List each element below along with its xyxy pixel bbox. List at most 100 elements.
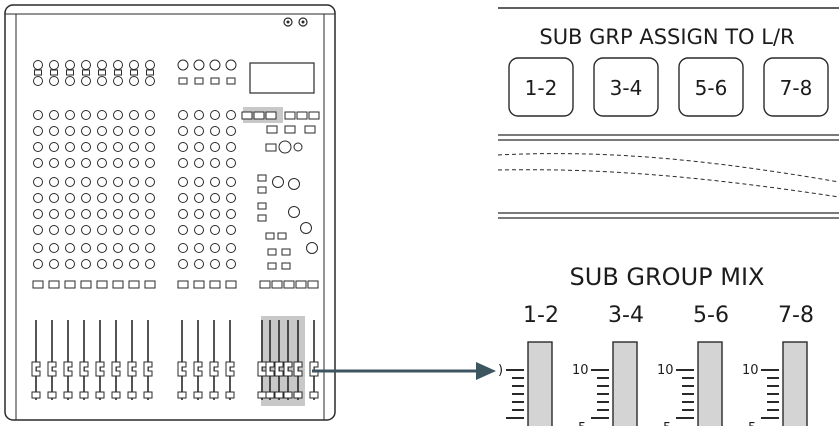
sub-group-fader-1[interactable]: ) xyxy=(498,341,553,426)
knob xyxy=(226,225,236,235)
knob xyxy=(129,76,139,86)
mixer-button xyxy=(64,280,76,289)
knob xyxy=(49,177,59,187)
sub-group-fader-2[interactable]: 10 5 xyxy=(572,341,638,426)
knob xyxy=(113,225,123,235)
mixer-button xyxy=(66,69,74,76)
knob xyxy=(194,142,204,152)
mixer-button xyxy=(284,125,296,134)
fader-cap xyxy=(283,361,293,377)
knob xyxy=(49,225,59,235)
mixer-button xyxy=(48,280,60,289)
mix-title: SUB GROUP MIX xyxy=(570,263,765,291)
mixer-button xyxy=(112,280,124,289)
mixer-button xyxy=(295,280,307,289)
knob xyxy=(178,110,188,120)
assign-button-1[interactable]: 1-2 xyxy=(508,57,574,117)
assign-button-2[interactable]: 3-4 xyxy=(593,57,659,117)
knob xyxy=(129,259,139,269)
mixer-button xyxy=(178,77,188,85)
knob xyxy=(97,259,107,269)
knob xyxy=(226,243,236,253)
knob xyxy=(49,110,59,120)
knob xyxy=(97,209,107,219)
mixer-button xyxy=(194,77,204,85)
mixer-button xyxy=(193,280,205,289)
knob xyxy=(49,193,59,203)
mixer-button xyxy=(226,77,236,85)
knob xyxy=(97,193,107,203)
sub-group-fader-4[interactable]: 10 5 xyxy=(742,341,808,426)
knob xyxy=(178,193,188,203)
mixer-button xyxy=(266,125,278,134)
mixer-button xyxy=(82,69,90,76)
knob xyxy=(81,110,91,120)
knob xyxy=(178,259,188,269)
knob xyxy=(97,158,107,168)
knob xyxy=(194,193,204,203)
mixer-button xyxy=(31,391,41,399)
mixer-button xyxy=(309,391,319,399)
knob xyxy=(129,142,139,152)
mixer-button xyxy=(265,111,277,120)
break-lines xyxy=(497,153,839,198)
knob xyxy=(65,126,75,136)
knob xyxy=(129,225,139,235)
mixer-button xyxy=(50,69,58,76)
knob xyxy=(33,209,43,219)
mixer-button xyxy=(281,248,291,256)
mixer-knobs xyxy=(32,59,320,289)
assign-button-label: 3-4 xyxy=(610,76,643,100)
fader-ticks xyxy=(506,369,779,419)
knob xyxy=(210,209,220,219)
knob xyxy=(97,76,107,86)
knob xyxy=(49,209,59,219)
mixer-button xyxy=(130,69,138,76)
knob xyxy=(210,177,220,187)
knob xyxy=(33,60,43,70)
fader-cap xyxy=(79,361,89,377)
mixer-button xyxy=(177,391,187,399)
fader-cap xyxy=(274,361,284,377)
knob xyxy=(177,59,189,71)
mixer-button xyxy=(210,77,220,85)
mixer-button xyxy=(177,280,189,289)
mixer-button xyxy=(241,111,253,120)
mixer-button xyxy=(34,69,42,76)
knob xyxy=(210,259,220,269)
knob xyxy=(226,110,236,120)
knob xyxy=(97,110,107,120)
knob xyxy=(129,126,139,136)
knob xyxy=(145,193,155,203)
knob xyxy=(145,110,155,120)
knob xyxy=(145,158,155,168)
assign-button-3[interactable]: 5-6 xyxy=(678,57,744,117)
knob xyxy=(33,126,43,136)
assign-button-4[interactable]: 7-8 xyxy=(763,57,829,117)
knob xyxy=(210,193,220,203)
knob xyxy=(178,225,188,235)
knob xyxy=(145,259,155,269)
assign-button-label: 5-6 xyxy=(695,76,728,100)
knob xyxy=(194,110,204,120)
knob xyxy=(288,206,300,218)
mixer-button xyxy=(253,111,265,120)
mixer-button xyxy=(80,280,92,289)
mixer-button xyxy=(111,391,121,399)
mixer-button xyxy=(79,391,89,399)
mixer-button xyxy=(284,111,296,120)
fader-scale-label: ) xyxy=(498,363,503,378)
knob xyxy=(65,259,75,269)
knob xyxy=(65,177,75,187)
knob xyxy=(113,76,123,86)
assign-button-label: 1-2 xyxy=(525,76,558,100)
knob xyxy=(97,60,107,70)
sub-group-fader-3[interactable]: 10 5 xyxy=(657,341,723,426)
fader-scale-label: 5 xyxy=(578,421,586,426)
mixer-button xyxy=(259,280,271,289)
knob xyxy=(178,243,188,253)
knob xyxy=(129,60,139,70)
mixer-button xyxy=(257,202,267,210)
knob xyxy=(49,259,59,269)
